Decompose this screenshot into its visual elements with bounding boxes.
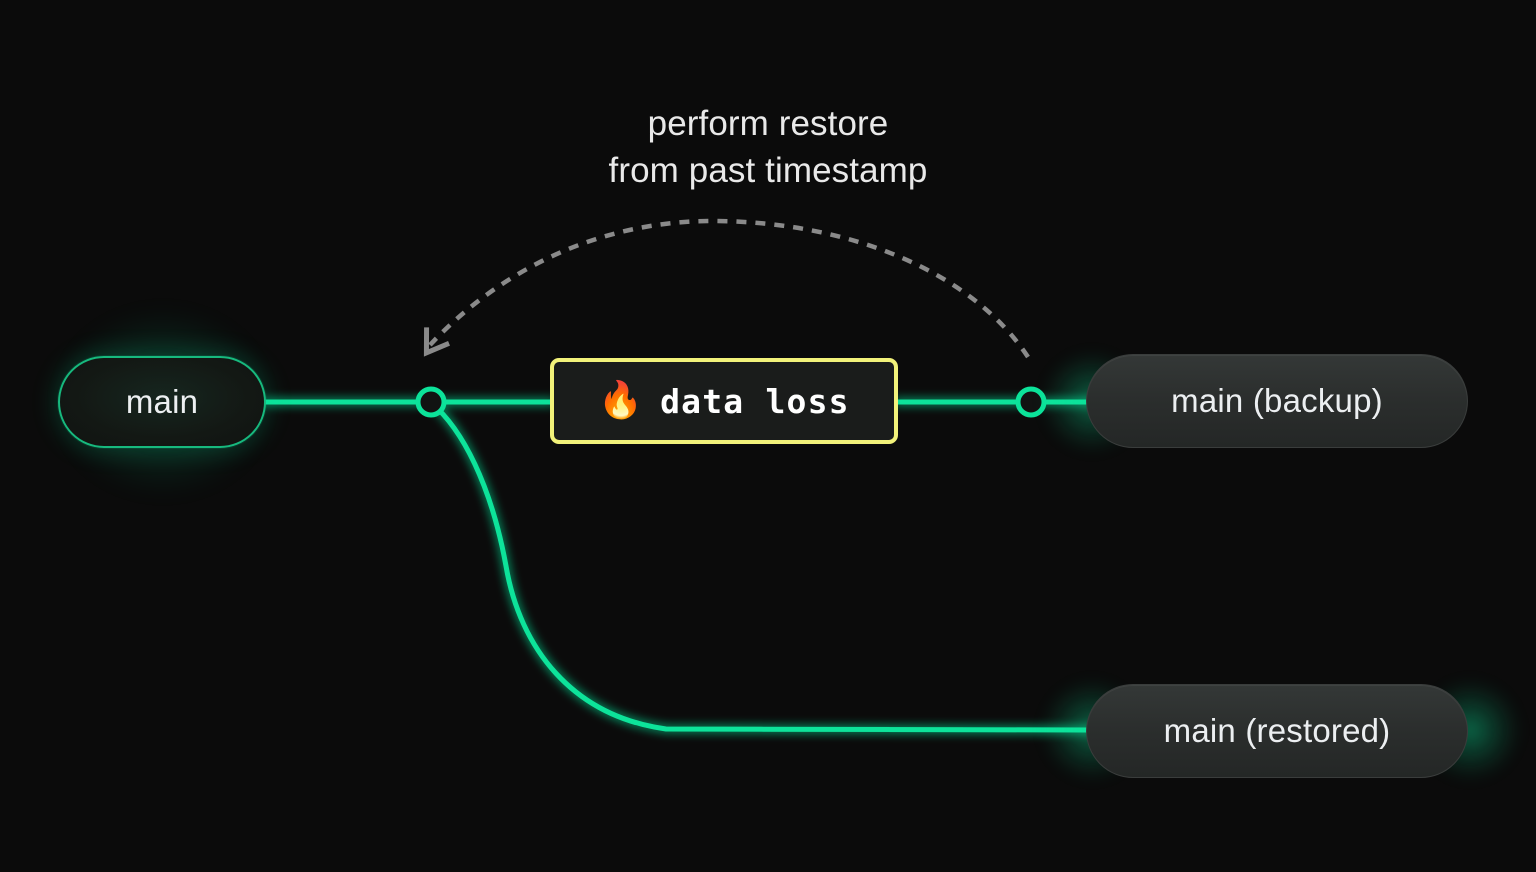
restore-caption: perform restore from past timestamp: [608, 104, 928, 190]
node-data-loss[interactable]: 🔥 data loss: [550, 358, 898, 444]
node-main-backup[interactable]: main (backup): [1086, 354, 1468, 448]
fire-icon: 🔥: [598, 379, 644, 420]
node-main-restored[interactable]: main (restored): [1086, 684, 1468, 778]
edge-restore-dashed-arc: [428, 218, 1030, 359]
restore-arrow-head-icon: [423, 327, 451, 357]
branch-junction-node[interactable]: [415, 386, 447, 418]
node-main-restored-label: main (restored): [1163, 712, 1391, 749]
node-main[interactable]: main: [58, 356, 266, 448]
backup-terminal-node[interactable]: [1015, 386, 1047, 418]
edge-junction-to-restored: [434, 405, 1095, 733]
node-data-loss-label: data loss: [660, 381, 850, 421]
node-main-backup-label: main (backup): [1171, 382, 1383, 419]
node-main-label: main: [125, 383, 199, 420]
